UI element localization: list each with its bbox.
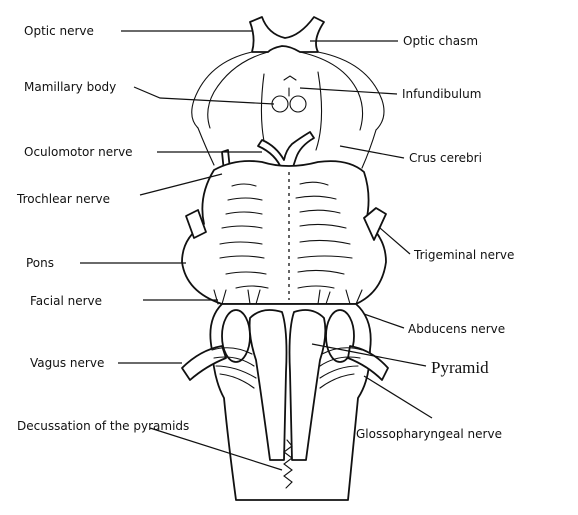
interpeduncular-right — [315, 71, 323, 151]
label-pyramid: Pyramid — [431, 358, 489, 377]
label-infundibulum: Infundibulum — [402, 87, 481, 101]
trigeminal-nerve-right — [363, 207, 387, 241]
vagus-fibers-right — [319, 347, 363, 389]
decussation-zigzag — [283, 439, 293, 489]
mamillary-body-right — [289, 95, 307, 113]
pyramid-right — [288, 309, 327, 461]
label-pons: Pons — [26, 256, 54, 270]
leader-lines — [80, 30, 433, 471]
infundibulum-shape — [283, 75, 297, 81]
label-trigeminal-nerve: Trigeminal nerve — [413, 248, 514, 262]
label-optic-chiasm: Optic chasm — [403, 34, 478, 48]
label-facial-nerve: Facial nerve — [30, 294, 102, 308]
vagus-fibers-left — [211, 347, 257, 389]
interpeduncular-left — [260, 73, 267, 151]
trigeminal-nerve-left — [185, 209, 207, 239]
pons-shape — [181, 160, 387, 305]
pyramid-left — [248, 309, 288, 461]
crus-cerebri-shape — [197, 127, 377, 169]
vagus-nerve-right — [347, 345, 389, 381]
label-optic-nerve: Optic nerve — [24, 24, 94, 38]
optic-tract-left — [191, 51, 253, 129]
label-abducens-nerve: Abducens nerve — [408, 322, 505, 336]
label-oculomotor-nerve: Oculomotor nerve — [24, 145, 133, 159]
vagus-nerve-left — [181, 345, 227, 381]
label-decussation: Decussation of the pyramids — [17, 419, 189, 433]
optic-tract-right — [317, 51, 385, 131]
label-glossopharyngeal-nerve: Glossopharyngeal nerve — [356, 427, 502, 441]
label-mamillary-body: Mamillary body — [24, 80, 116, 94]
label-crus-cerebri: Crus cerebri — [409, 151, 482, 165]
optic-chiasm-shape — [249, 16, 325, 53]
pons-striations — [219, 181, 353, 289]
olive-left — [221, 309, 251, 363]
nerve-rootlets — [213, 289, 363, 305]
optic-tract-left-inner — [207, 51, 269, 129]
mamillary-body-left — [271, 95, 289, 113]
label-trochlear-nerve: Trochlear nerve — [16, 192, 110, 206]
label-vagus-nerve: Vagus nerve — [30, 356, 104, 370]
